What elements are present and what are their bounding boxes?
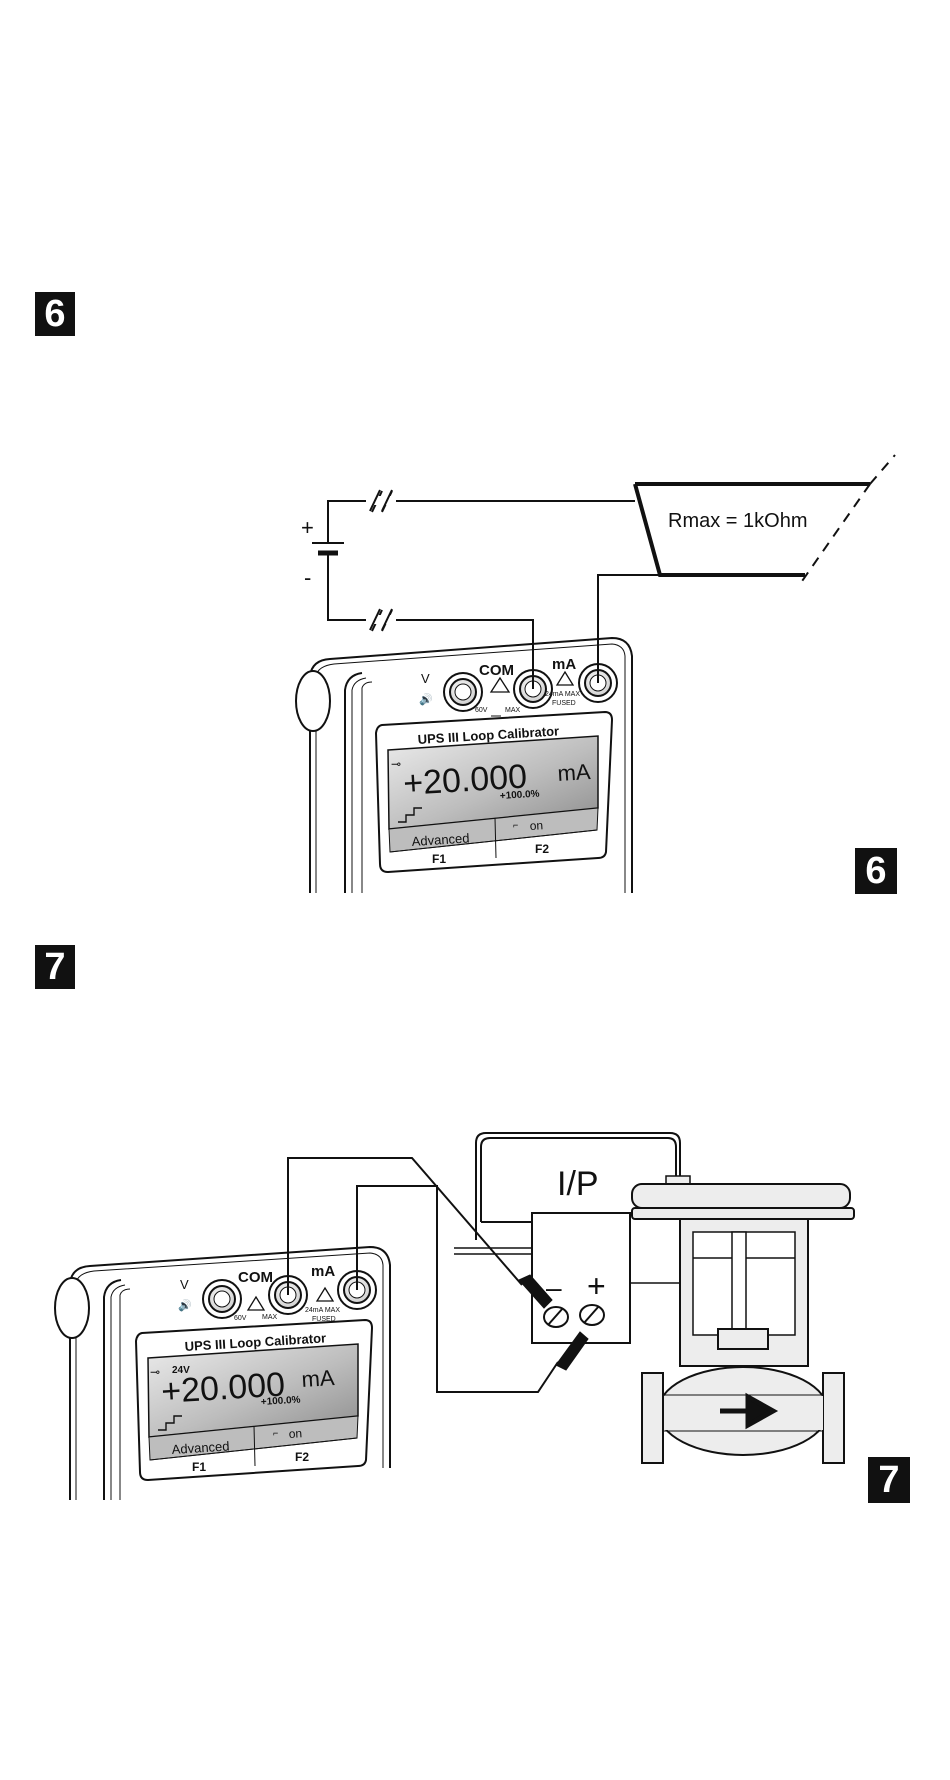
rating-max: MAX <box>505 707 521 714</box>
break-gap-bottom <box>366 615 396 624</box>
lock-icon: ⊸ <box>150 1365 160 1379</box>
f2-label: F2 <box>535 842 549 856</box>
reading-unit: mA <box>301 1365 336 1392</box>
loop-calibrator-device-6: V 🔊 COM mA 60V <box>296 575 632 893</box>
diagram-step-7: I/P – + <box>55 1133 854 1500</box>
rating-max: MAX <box>262 1314 278 1321</box>
battery-plus-label: + <box>301 515 314 540</box>
break-gap-top <box>366 496 396 505</box>
load-label: Rmax = 1kOhm <box>668 510 807 532</box>
dc-source-battery: + - <box>301 515 344 590</box>
ip-label: I/P <box>557 1165 599 1203</box>
ip-plus-label: + <box>587 1268 606 1304</box>
battery-minus-label: - <box>304 565 311 590</box>
rating-60v: 60V <box>475 707 488 714</box>
screw-terminal-plus[interactable] <box>580 1305 604 1325</box>
screw-terminal-minus[interactable] <box>544 1307 568 1327</box>
loop-calibrator-device-7: V 🔊 COM mA 60V MAX <box>55 1158 390 1500</box>
softkey-on[interactable]: on <box>529 818 543 833</box>
sound-icon: 🔊 <box>419 692 433 706</box>
side-grip <box>296 671 330 731</box>
rating-60v: 60V <box>234 1315 247 1322</box>
terminal-com-label: COM <box>238 1269 273 1286</box>
valve-flange-right <box>823 1373 844 1463</box>
f1-label: F1 <box>192 1460 206 1474</box>
actuator-diaphragm <box>632 1184 850 1208</box>
jack-v[interactable] <box>203 1280 241 1318</box>
step-on-icon: ⌐ <box>273 1428 278 1438</box>
wire-break-marks <box>372 491 392 631</box>
rating-24ma-max: 24mA MAX <box>305 1307 340 1314</box>
softkey-on[interactable]: on <box>288 1426 302 1441</box>
lock-icon: ⊸ <box>391 757 401 771</box>
sound-icon: 🔊 <box>178 1298 192 1312</box>
reading-unit: mA <box>557 759 592 786</box>
step-on-icon: ⌐ <box>513 820 518 830</box>
control-valve <box>632 1176 854 1463</box>
load-resistance-block: Rmax = 1kOhm <box>635 455 895 584</box>
terminal-com-label: COM <box>479 662 514 679</box>
terminal-ma-label: mA <box>552 656 576 673</box>
jack-v[interactable] <box>444 673 482 711</box>
valve-flange-left <box>642 1373 663 1463</box>
terminal-ma-label: mA <box>311 1263 335 1280</box>
diagram-step-6: + - Rmax = 1kOhm V 🔊 COM mA <box>296 455 895 893</box>
terminal-v-label: V <box>180 1277 189 1292</box>
side-grip <box>55 1278 89 1338</box>
f2-label: F2 <box>295 1450 309 1464</box>
rating-fused: FUSED <box>552 700 576 707</box>
f1-label: F1 <box>432 852 446 866</box>
rating-24ma-max: 24mA MAX <box>545 691 580 698</box>
terminal-v-label: V <box>421 671 430 686</box>
